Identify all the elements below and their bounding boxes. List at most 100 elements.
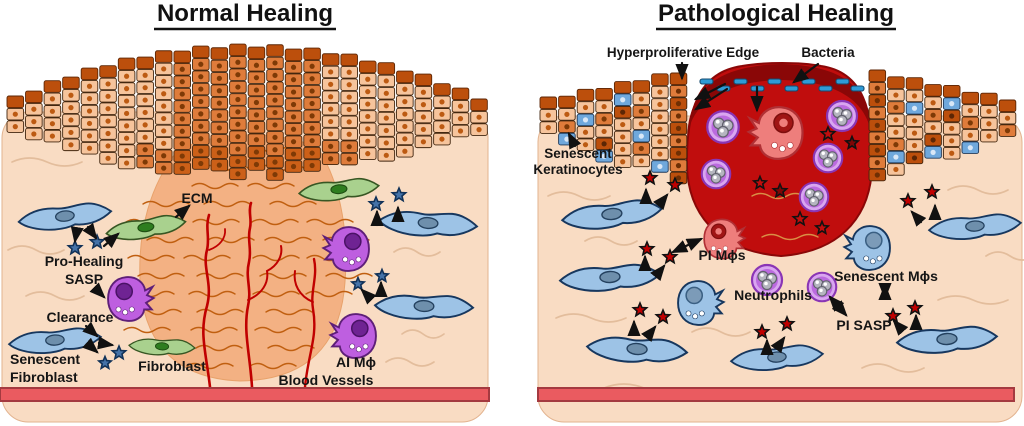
keratinocyte-nucleus	[31, 106, 37, 112]
keratinocyte-nucleus	[1004, 115, 1011, 121]
ecm-fiber	[142, 200, 190, 208]
keratinocyte-nucleus	[930, 100, 936, 106]
keratinocyte-nucleus	[253, 62, 260, 68]
keratinocyte-nucleus	[620, 134, 626, 140]
keratinocyte-nucleus	[930, 124, 936, 131]
keratinocyte-nucleus	[272, 159, 278, 165]
keratinocyte-nucleus	[105, 155, 111, 161]
bacterium	[801, 78, 816, 85]
keratinocyte-nucleus	[161, 91, 167, 97]
inflammatory-star	[791, 209, 809, 227]
neutrophil-cell	[825, 99, 859, 133]
keratinocyte-nucleus	[272, 60, 278, 66]
keratinocyte-nucleus	[290, 126, 297, 132]
keratinocyte-nucleus	[638, 158, 644, 164]
keratinocyte-cornified-cell	[284, 48, 303, 62]
keratinocyte-nucleus	[420, 126, 426, 133]
fibroblast-label: Fibroblast	[138, 358, 206, 374]
keratinocyte-nucleus	[179, 91, 185, 97]
keratinocyte-nucleus	[328, 131, 334, 137]
keratinocyte-nucleus	[346, 82, 352, 88]
ecm-fiber	[203, 200, 251, 208]
keratinocyte-nucleus	[638, 133, 644, 139]
keratinocyte-nucleus	[253, 149, 260, 155]
senescent-macrophage-cell	[842, 225, 891, 271]
neutrophil-cell	[798, 181, 830, 213]
inflammatory-star	[771, 181, 789, 199]
keratinocyte-nucleus	[420, 139, 426, 145]
keratinocyte-cornified-cell	[303, 47, 321, 61]
keratinocyte-nucleus	[439, 99, 445, 105]
keratinocyte-cornified-cell	[62, 76, 80, 90]
keratinocyte-cornified-cell	[43, 80, 62, 93]
keratinocyte-nucleus	[309, 150, 315, 156]
keratinocyte-nucleus	[124, 135, 130, 141]
arrow	[82, 337, 99, 354]
ecm-fiber	[188, 290, 236, 298]
keratinocyte-nucleus	[86, 108, 93, 114]
neutrophil-cell	[812, 142, 844, 174]
left-panel-title: Normal Healing	[157, 0, 333, 27]
keratinocyte-nucleus	[383, 140, 389, 146]
keratinocyte-nucleus	[309, 88, 315, 94]
blood-vessel	[244, 201, 254, 389]
sasp-factor-star	[110, 343, 128, 361]
keratinocyte-nucleus	[949, 138, 955, 144]
pro-healing-sasp-label-line2: SASP	[65, 271, 103, 287]
sasp-factor-star	[367, 194, 385, 212]
keratinocyte-nucleus	[198, 86, 204, 92]
keratinocyte-nucleus	[235, 171, 241, 177]
pi-sasp-factor-star	[654, 307, 672, 325]
keratinocyte-nucleus	[179, 103, 185, 110]
keratinocyte-nucleus	[198, 61, 204, 67]
keratinocyte-cornified-cell	[451, 87, 470, 101]
keratinocyte-nucleus	[365, 126, 371, 132]
keratinocyte-nucleus	[253, 124, 260, 130]
fibroblast-cell	[128, 338, 197, 356]
keratinocyte-nucleus	[235, 121, 241, 127]
keratinocyte-nucleus	[874, 135, 880, 141]
inflammatory-star	[813, 219, 831, 236]
keratinocyte-nucleus	[911, 155, 918, 161]
ecm-fiber	[325, 272, 373, 280]
keratinocyte-nucleus	[949, 101, 955, 107]
keratinocyte-nucleus	[253, 87, 260, 93]
keratinocyte-nucleus	[198, 111, 204, 117]
keratinocyte-nucleus	[272, 85, 278, 91]
keratinocyte-nucleus	[402, 136, 408, 142]
bacterium	[835, 78, 850, 85]
keratinocyte-nucleus	[142, 147, 148, 153]
ecm-fiber	[247, 182, 295, 190]
keratinocyte-nucleus	[874, 85, 880, 91]
sasp-factor-star	[390, 185, 408, 203]
keratinocyte-nucleus	[675, 163, 682, 169]
keratinocyte-nucleus	[290, 89, 297, 95]
keratinocyte-nucleus	[365, 89, 371, 95]
keratinocyte-cornified-cell	[80, 67, 99, 81]
keratinocyte-nucleus	[911, 130, 918, 136]
keratinocyte-cornified-cell	[321, 53, 340, 66]
keratinocyte-nucleus	[198, 123, 204, 129]
keratinocyte-nucleus	[564, 111, 570, 117]
keratinocyte-nucleus	[346, 131, 352, 137]
keratinocyte-nucleus	[967, 145, 973, 151]
keratinocyte-cornified-cell	[396, 70, 414, 84]
keratinocyte-nucleus	[383, 115, 389, 121]
ecm-fiber	[191, 182, 239, 190]
pi-sasp-factor-star	[778, 314, 796, 332]
keratinocyte-nucleus	[930, 137, 936, 143]
keratinocyte-nucleus	[161, 140, 167, 146]
keratinocyte-nucleus	[31, 119, 37, 125]
keratinocyte-nucleus	[68, 92, 74, 98]
keratinocyte-nucleus	[235, 72, 241, 78]
keratinocyte-nucleus	[402, 99, 408, 105]
keratinocyte-nucleus	[328, 143, 334, 149]
keratinocyte-nucleus	[545, 125, 551, 131]
keratinocyte-nucleus	[967, 120, 973, 126]
keratinocyte-nucleus	[216, 112, 222, 119]
bacterium	[850, 85, 865, 92]
dermis-fiber	[7, 245, 65, 255]
keratinocyte-nucleus	[216, 162, 222, 168]
